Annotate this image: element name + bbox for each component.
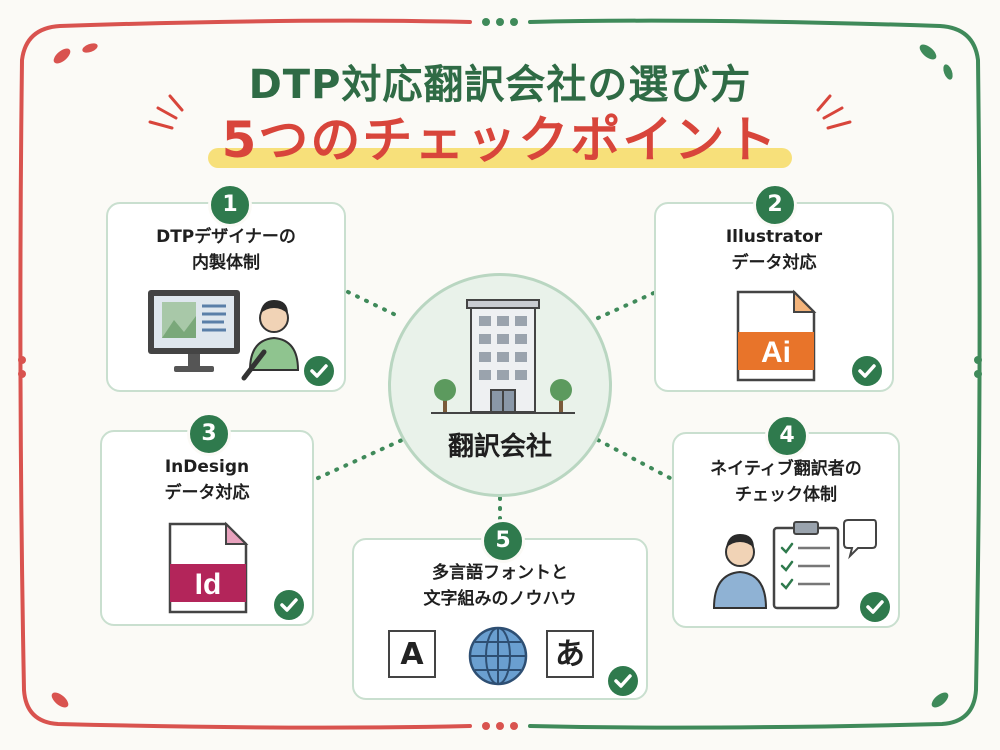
japanese-glyph-box: あ xyxy=(546,630,594,678)
title-line-1: DTP対応翻訳会社の選び方 xyxy=(248,62,752,108)
point-card-3: InDesign データ対応 Id xyxy=(100,430,314,626)
point-2-label: Illustrator データ対応 xyxy=(725,227,823,273)
point-1-label: DTPデザイナーの 内製体制 xyxy=(156,227,296,273)
hub-label: 翻訳会社 xyxy=(447,432,552,462)
check-circle-icon xyxy=(852,356,882,386)
check-circle-icon xyxy=(608,666,638,696)
office-building-icon xyxy=(431,299,575,414)
point-3-label: InDesign データ対応 xyxy=(164,457,250,503)
latin-glyph-box: A xyxy=(388,630,436,678)
illustrator-file-icon xyxy=(736,289,817,382)
reviewer-checklist-icon xyxy=(712,519,877,610)
check-circle-icon xyxy=(274,590,304,620)
point-2-number: 2 xyxy=(753,183,797,227)
point-card-4: ネイティブ翻訳者の チェック体制 xyxy=(672,432,900,628)
indesign-file-label: Id xyxy=(194,568,222,601)
connector-lines xyxy=(316,290,672,540)
check-circle-icon xyxy=(860,592,890,622)
title-line-2: 5つのチェックポイント xyxy=(207,100,793,172)
point-card-1: DTPデザイナーの 内製体制 xyxy=(106,202,346,392)
indesign-file-icon xyxy=(168,521,249,614)
globe-icon xyxy=(468,626,528,686)
check-circle-icon xyxy=(304,356,334,386)
hub-translation-company: 翻訳会社 xyxy=(388,273,612,497)
illustrator-file-label: Ai xyxy=(761,336,791,369)
point-4-number: 4 xyxy=(765,414,809,458)
point-1-number: 1 xyxy=(208,183,252,227)
designer-at-monitor-icon xyxy=(148,290,300,381)
title-number: 5 xyxy=(221,111,259,169)
point-5-label: 多言語フォントと 文字組みのノウハウ xyxy=(423,563,577,609)
point-5-number: 5 xyxy=(481,519,525,563)
point-4-label: ネイティブ翻訳者の チェック体制 xyxy=(710,459,862,505)
title-rest: つのチェックポイント xyxy=(258,111,779,169)
point-3-number: 3 xyxy=(187,412,231,456)
point-card-2: Illustrator データ対応 Ai xyxy=(654,202,894,392)
point-card-5: 多言語フォントと 文字組みのノウハウ A あ xyxy=(352,538,648,700)
